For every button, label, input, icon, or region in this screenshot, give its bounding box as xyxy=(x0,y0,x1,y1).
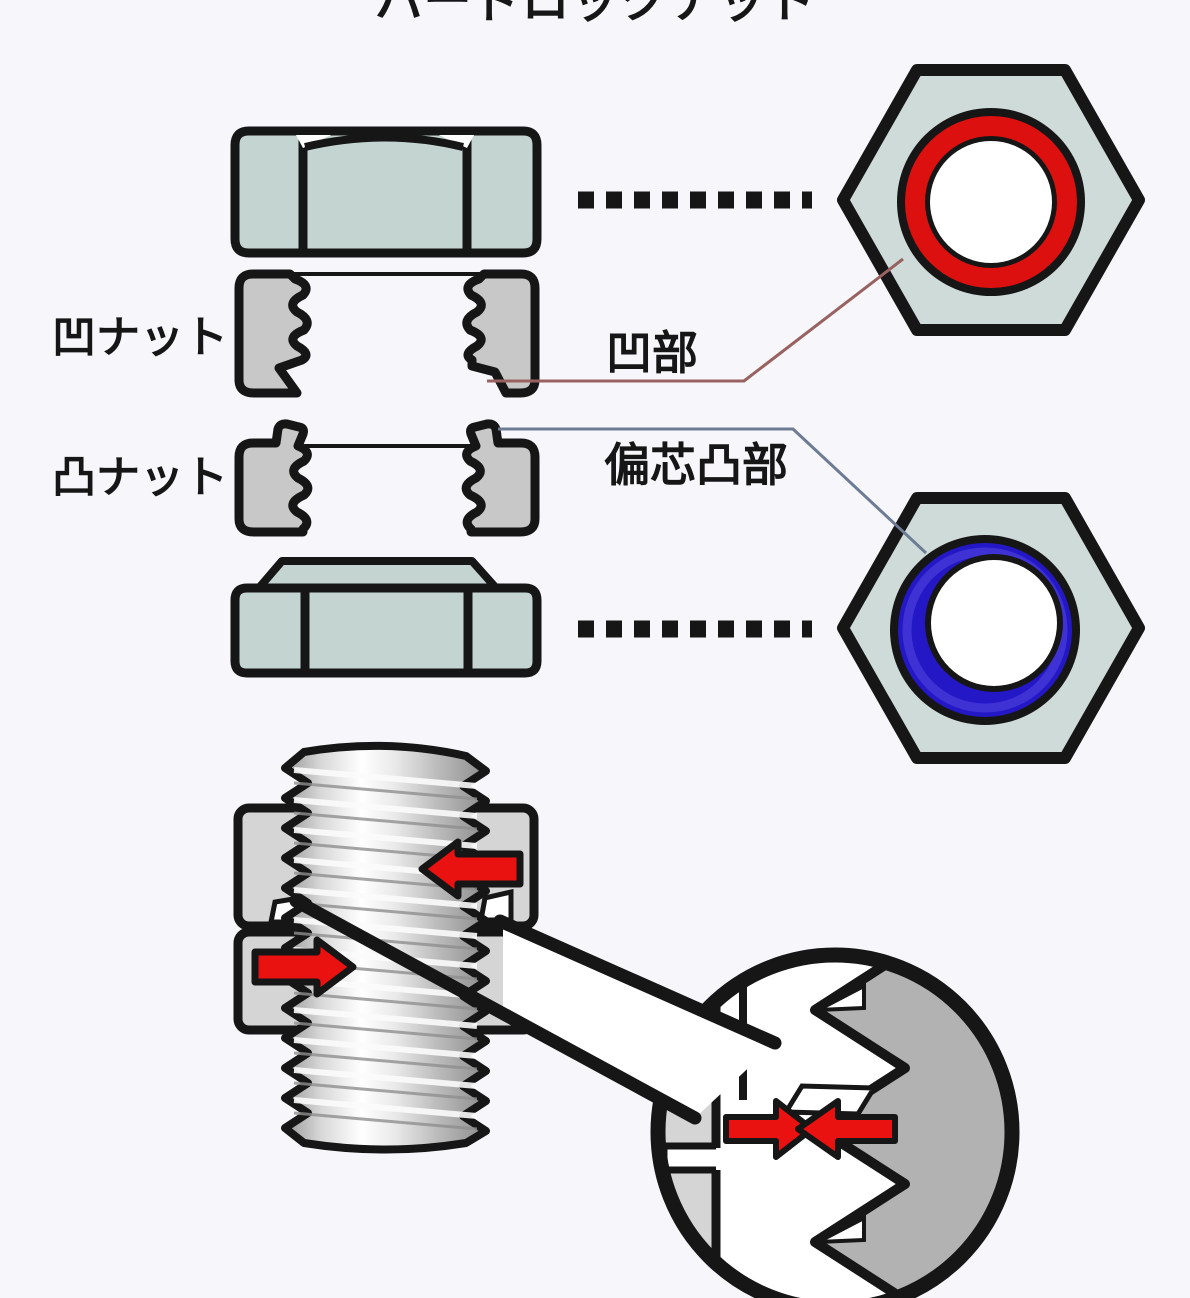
boss-nut-side-view xyxy=(230,557,542,678)
upper-force-arrow-left xyxy=(418,838,524,900)
concave-nut-section xyxy=(234,269,540,398)
lower-force-arrow-right xyxy=(251,936,357,998)
wedge-force-arrow-left xyxy=(795,1098,898,1160)
label-convex-nut: 凸ナット xyxy=(52,453,228,502)
wedge-force-arrow-right xyxy=(723,1098,815,1160)
red-ring-nut-top-view xyxy=(837,64,1145,336)
convex-nut-section xyxy=(234,419,540,537)
leader-line-eccentric-part xyxy=(498,427,928,555)
label-concave-nut: 凹ナット xyxy=(52,313,228,362)
upper-nut-side-view xyxy=(230,126,542,258)
diagram-title: ハードロックナット xyxy=(374,0,816,28)
blue-ring-nut-top-view xyxy=(837,492,1145,764)
thread-detail-circle xyxy=(650,947,1020,1298)
leader-line-concave-part xyxy=(487,257,904,383)
label-eccentric-convex-part: 偏芯凸部 xyxy=(604,439,788,491)
label-concave-part: 凹部 xyxy=(606,327,698,379)
callout-wedge xyxy=(289,894,782,1125)
